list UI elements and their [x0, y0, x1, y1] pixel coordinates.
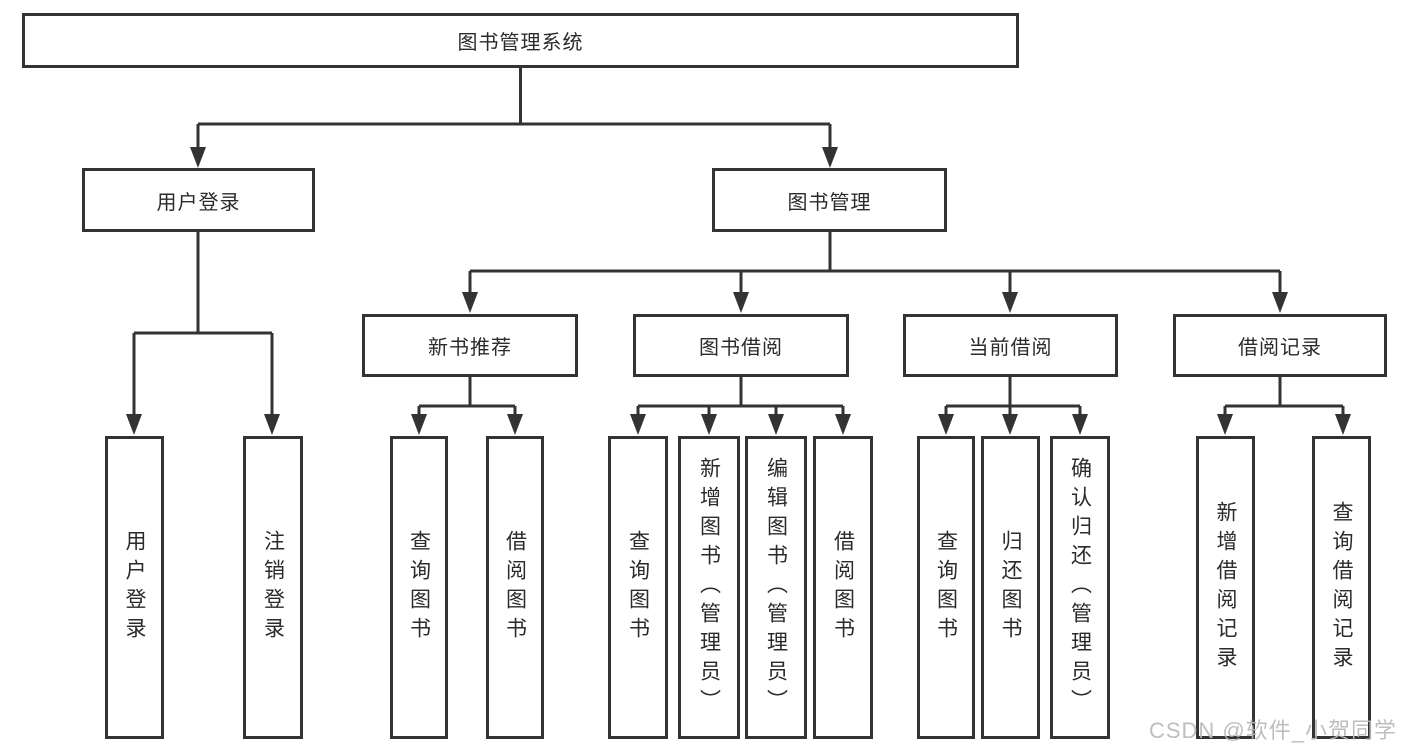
leaf-query-books-current: 查询图书	[917, 436, 975, 739]
watermark: CSDN @软件_小贺同学	[1148, 718, 1397, 743]
leaf-return-books: 归还图书	[981, 436, 1040, 739]
node-borrow-records-label: 借阅记录	[1238, 337, 1322, 359]
node-current-borrowing: 当前借阅	[903, 314, 1118, 377]
leaf-query-books-recommend-label: 查询图书	[407, 529, 431, 646]
connector-book-borrowing-children	[630, 377, 851, 435]
node-book-borrowing-label: 图书借阅	[699, 337, 783, 359]
leaf-add-borrow-record: 新增借阅记录	[1196, 436, 1255, 739]
leaf-query-borrow-record: 查询借阅记录	[1312, 436, 1371, 739]
node-user-login: 用户登录	[82, 168, 315, 232]
leaf-query-books-recommend: 查询图书	[390, 436, 448, 739]
leaf-borrow-books-recommend: 借阅图书	[486, 436, 544, 739]
node-borrow-records: 借阅记录	[1173, 314, 1387, 377]
node-new-book-recommend: 新书推荐	[362, 314, 578, 377]
leaf-borrow-books-label: 借阅图书	[831, 529, 855, 646]
connector-book-management-children	[462, 232, 1288, 313]
leaf-logout: 注销登录	[243, 436, 303, 739]
node-book-borrowing: 图书借阅	[633, 314, 849, 377]
leaf-logout-label: 注销登录	[261, 529, 285, 646]
connector-current-borrowing-children	[938, 377, 1088, 435]
node-new-book-recommend-label: 新书推荐	[428, 337, 512, 359]
leaf-query-books-borrowing: 查询图书	[608, 436, 668, 739]
connector-user-login-children	[126, 232, 280, 435]
leaf-edit-books-admin-label: 编辑图书（管理员）	[764, 457, 788, 718]
leaf-borrow-books: 借阅图书	[813, 436, 873, 739]
connector-borrow-records-children	[1217, 377, 1351, 435]
leaf-edit-books-admin: 编辑图书（管理员）	[745, 436, 807, 739]
leaf-query-books-current-label: 查询图书	[934, 529, 958, 646]
connector-root-to-level1	[190, 68, 838, 168]
node-book-management-label: 图书管理	[787, 191, 872, 214]
node-user-login-label: 用户登录	[156, 191, 241, 214]
node-root: 图书管理系统	[22, 13, 1019, 68]
leaf-confirm-return-admin: 确认归还（管理员）	[1050, 436, 1110, 739]
leaf-query-books-borrowing-label: 查询图书	[626, 529, 650, 646]
node-current-borrowing-label: 当前借阅	[968, 337, 1053, 359]
leaf-add-books-admin-label: 新增图书（管理员）	[697, 457, 721, 718]
leaf-query-borrow-record-label: 查询借阅记录	[1330, 500, 1353, 675]
node-root-label: 图书管理系统	[457, 32, 584, 54]
leaf-borrow-books-recommend-label: 借阅图书	[503, 529, 527, 646]
leaf-return-books-label: 归还图书	[999, 529, 1022, 646]
leaf-add-books-admin: 新增图书（管理员）	[678, 436, 740, 739]
leaf-confirm-return-admin-label: 确认归还（管理员）	[1068, 457, 1092, 718]
leaf-add-borrow-record-label: 新增借阅记录	[1214, 500, 1237, 675]
connector-new-book-children	[411, 377, 523, 435]
node-book-management: 图书管理	[712, 168, 947, 232]
leaf-user-login-label: 用户登录	[123, 529, 146, 646]
leaf-user-login: 用户登录	[105, 436, 164, 739]
